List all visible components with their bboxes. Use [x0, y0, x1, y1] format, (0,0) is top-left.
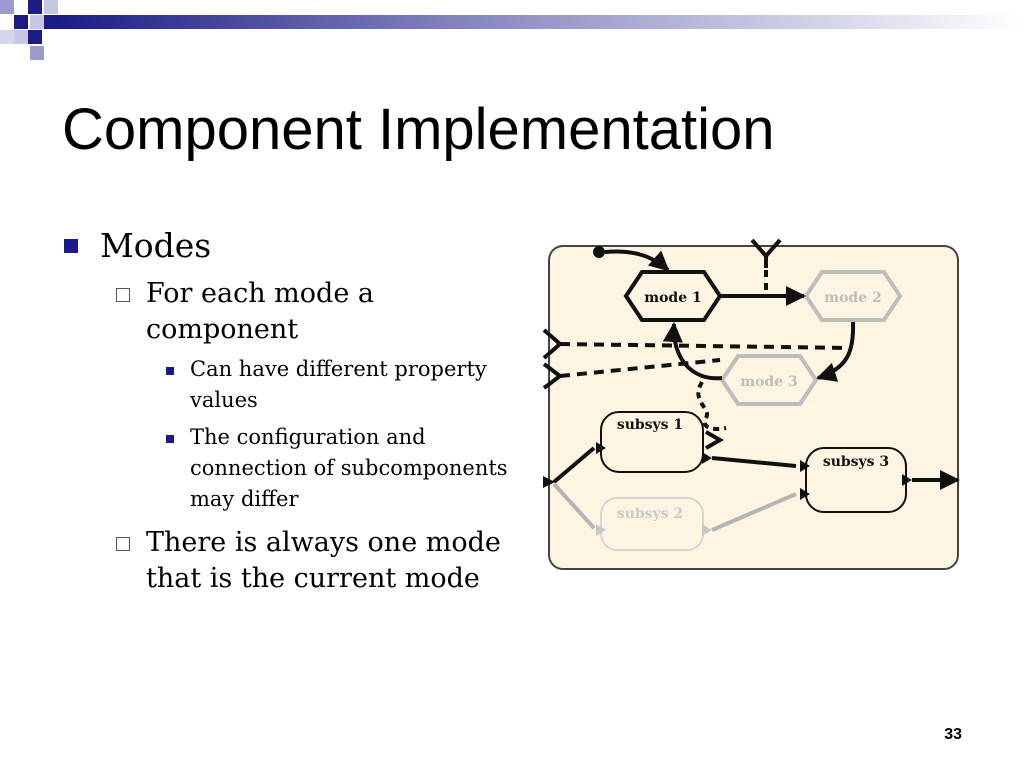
- bullet-for-each-mode: For each mode a component: [62, 276, 522, 348]
- port-subsys1-out: [702, 452, 712, 464]
- initial-mode-dot: [593, 246, 605, 258]
- subsys-3-label: subsys 3: [823, 454, 889, 470]
- decorative-corner-band: [0, 0, 1024, 60]
- subsys-2-label: subsys 2: [617, 506, 683, 522]
- event-port-top: [750, 238, 782, 268]
- bullet-text: There is always one mode that is the cur…: [146, 527, 501, 594]
- mode-3-node: [719, 354, 819, 406]
- small-square-bullet-icon: [166, 435, 174, 443]
- port-subsys2-out: [702, 524, 712, 536]
- bullet-modes: Modes: [62, 226, 522, 266]
- mode-1-label: mode 1: [644, 290, 701, 306]
- hollow-square-bullet-icon: [116, 288, 130, 302]
- mode-2-node: [803, 270, 903, 322]
- dashed-trigger-2: [559, 358, 721, 378]
- subsys-1-node: [600, 411, 704, 473]
- slide-title: Component Implementation: [62, 97, 775, 162]
- dashed-trigger-3: [696, 380, 727, 431]
- bullet-different-property: Can have different property values: [62, 354, 522, 416]
- port-subsys2-in: [596, 524, 606, 536]
- subsys-2-node: [600, 497, 704, 551]
- port-subsys3-in2: [800, 488, 810, 500]
- port-subsys3-in: [800, 460, 810, 472]
- page-number: 33: [944, 726, 962, 743]
- bullet-list: Modes For each mode a component Can have…: [62, 226, 522, 597]
- hollow-square-bullet-icon: [116, 537, 130, 551]
- initial-transition: [604, 249, 670, 272]
- square-bullet-icon: [64, 239, 78, 253]
- port-subsys3-out: [902, 474, 912, 486]
- bullet-always-one-mode: There is always one mode that is the cur…: [62, 525, 522, 597]
- input-port-left: [543, 476, 555, 488]
- mode-3-label: mode 3: [740, 374, 797, 390]
- transition-mode2-mode3: [816, 321, 856, 382]
- bullet-text: For each mode a component: [146, 278, 374, 345]
- small-square-bullet-icon: [166, 367, 174, 375]
- bullet-text: Modes: [100, 226, 212, 265]
- connection-in-subsys2: [552, 482, 596, 530]
- mode-2-label: mode 2: [824, 290, 881, 306]
- dashed-trigger-1: [559, 342, 853, 350]
- subsys-1-label: subsys 1: [617, 417, 683, 433]
- connection-subsys1-subsys3: [711, 456, 797, 468]
- mode-diagram: mode 1 mode 2 mode 3 subsys 1 subsys 2 s…: [542, 238, 960, 570]
- port-subsys1-in: [596, 442, 606, 454]
- connection-subsys2-subsys3: [711, 492, 797, 532]
- connection-in-subsys1: [552, 446, 596, 484]
- bullet-configuration: The configuration and connection of subc…: [62, 422, 522, 515]
- event-port-subsys1: [705, 430, 725, 450]
- bullet-text: Can have different property values: [190, 357, 487, 412]
- bullet-text: The configuration and connection of subc…: [190, 425, 508, 511]
